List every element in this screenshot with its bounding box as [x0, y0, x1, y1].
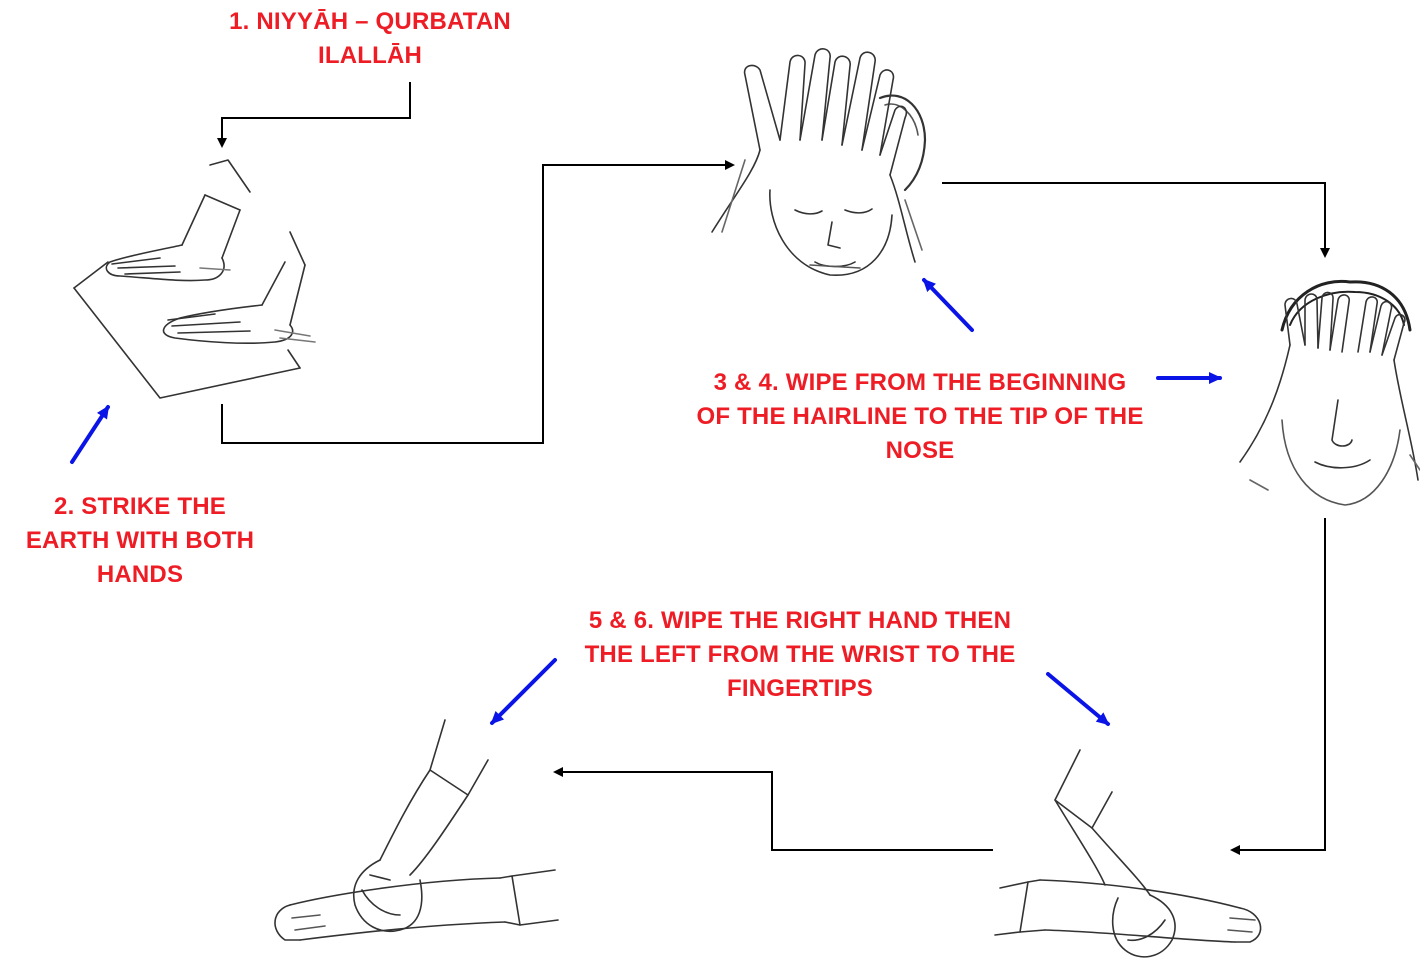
pointer-arrow-step2	[70, 405, 110, 464]
label-step1: 1. NIYYĀH – QURBATAN ILALLĀH	[190, 5, 550, 73]
label-step56-line3: FINGERTIPS	[726, 675, 873, 702]
label-step1-line1: 1. NIYYĀH – QURBATAN	[229, 8, 511, 35]
wiping-right-hand-illustration	[274, 719, 559, 941]
label-step56-line1: 5 & 6. WIPE THE RIGHT HAND THEN	[588, 607, 1012, 634]
pointer-arrows	[70, 278, 1222, 726]
flow-arrow-intention-to-strike	[217, 82, 411, 148]
flow-arrow-face-to-left-hand	[1230, 518, 1326, 855]
wiping-left-hand-illustration	[994, 749, 1262, 958]
flow-arrow-forehead-to-face	[942, 182, 1330, 258]
label-step34-line3: NOSE	[885, 437, 955, 464]
label-step34-line1: 3 & 4. WIPE FROM THE BEGINNING	[713, 369, 1127, 396]
flow-arrow-left-hand-to-right-hand	[553, 767, 993, 851]
label-step1-line2: ILALLĀH	[317, 42, 423, 69]
wiping-forehead-illustration	[711, 48, 927, 276]
label-step2: 2. STRIKE THE EARTH WITH BOTH HANDS	[0, 490, 280, 592]
label-step2-line3: HANDS	[96, 561, 184, 588]
label-step34: 3 & 4. WIPE FROM THE BEGINNING OF THE HA…	[660, 366, 1180, 468]
label-step34-line2: OF THE HAIRLINE TO THE TIP OF THE	[696, 403, 1144, 430]
label-step2-line1: 2. STRIKE THE	[54, 493, 226, 520]
label-step2-line2: EARTH WITH BOTH	[25, 527, 255, 554]
flow-arrows	[217, 82, 1330, 855]
pointer-arrow-right-hand	[490, 658, 557, 725]
label-step56-line2: THE LEFT FROM THE WRIST TO THE	[584, 641, 1016, 668]
hands-striking-earth-illustration	[73, 159, 316, 399]
wiping-face-illustration	[1239, 279, 1420, 506]
flow-arrow-strike-to-forehead	[221, 160, 735, 444]
pointer-arrow-forehead	[922, 278, 974, 332]
label-step56: 5 & 6. WIPE THE RIGHT HAND THEN THE LEFT…	[540, 604, 1060, 706]
pointer-arrow-left-hand	[1046, 672, 1110, 726]
